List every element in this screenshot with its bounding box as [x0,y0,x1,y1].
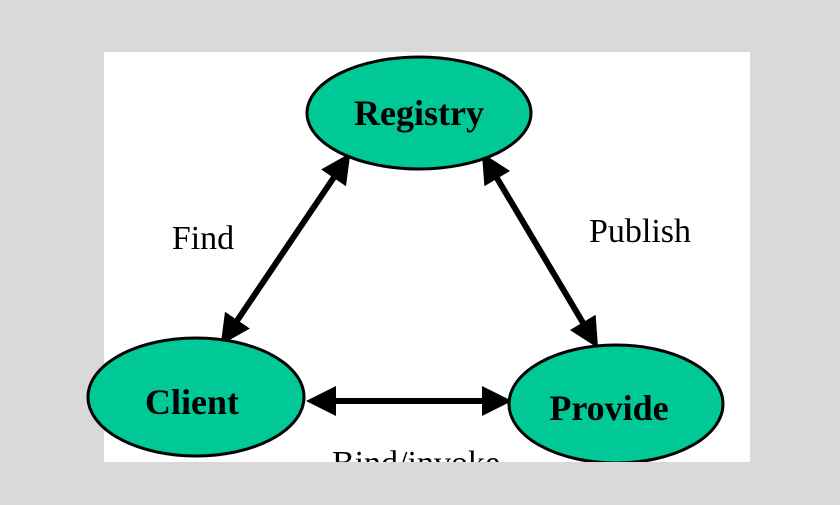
provider-label: Provide [549,388,668,428]
publish-label: Publish [589,213,691,250]
client-node [86,336,306,458]
find-label: Find [172,220,234,257]
provider-node [507,343,725,462]
registry-label: Registry [354,93,484,133]
find-arrow [220,153,351,345]
registry-node [305,55,533,171]
bind-label: Bind/invoke [332,445,500,482]
client-label: Client [145,382,239,422]
publish-arrow [481,152,599,349]
